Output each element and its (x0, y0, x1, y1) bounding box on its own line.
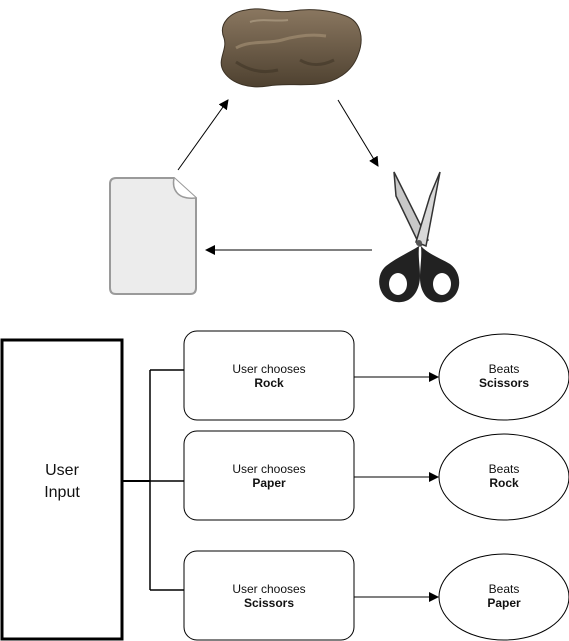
choice-name: Paper (252, 476, 286, 490)
paper-icon (109, 177, 197, 295)
arrow-paper-to-rock (177, 99, 229, 171)
choice-prefix: User chooses (232, 462, 305, 476)
beats-name: Paper (487, 596, 521, 610)
choice-prefix: User chooses (232, 362, 305, 376)
user-input-label-line1: User (45, 462, 79, 479)
beats-ellipse-paper (438, 553, 569, 641)
cycle-arrows (177, 99, 379, 255)
beats-ellipse-rock (438, 433, 569, 521)
beats-prefix: Beats (489, 462, 520, 476)
choice-row-scissors: User chooses Scissors Beats Paper (183, 550, 569, 641)
beats-name: Scissors (479, 376, 529, 390)
choice-row-rock: User chooses Rock Beats Scissors (183, 330, 569, 421)
rock-icon (220, 8, 362, 88)
beats-prefix: Beats (489, 582, 520, 596)
beats-ellipse-scissors (438, 333, 569, 421)
arrow-rock-to-scissors (337, 99, 379, 167)
choice-box-paper (183, 430, 355, 521)
choice-prefix: User chooses (232, 582, 305, 596)
user-input-label-line2: Input (44, 484, 80, 501)
choice-row-paper: User chooses Paper Beats Rock (183, 430, 569, 521)
scissors-icon (379, 171, 460, 303)
beats-prefix: Beats (489, 362, 520, 376)
choice-name: Rock (254, 376, 284, 390)
choice-box-scissors (183, 550, 355, 641)
choice-box-rock (183, 330, 355, 421)
user-input-box: User Input (0, 338, 124, 641)
input-connectors (122, 369, 184, 591)
choice-name: Scissors (244, 596, 294, 610)
beats-name: Rock (489, 476, 519, 490)
